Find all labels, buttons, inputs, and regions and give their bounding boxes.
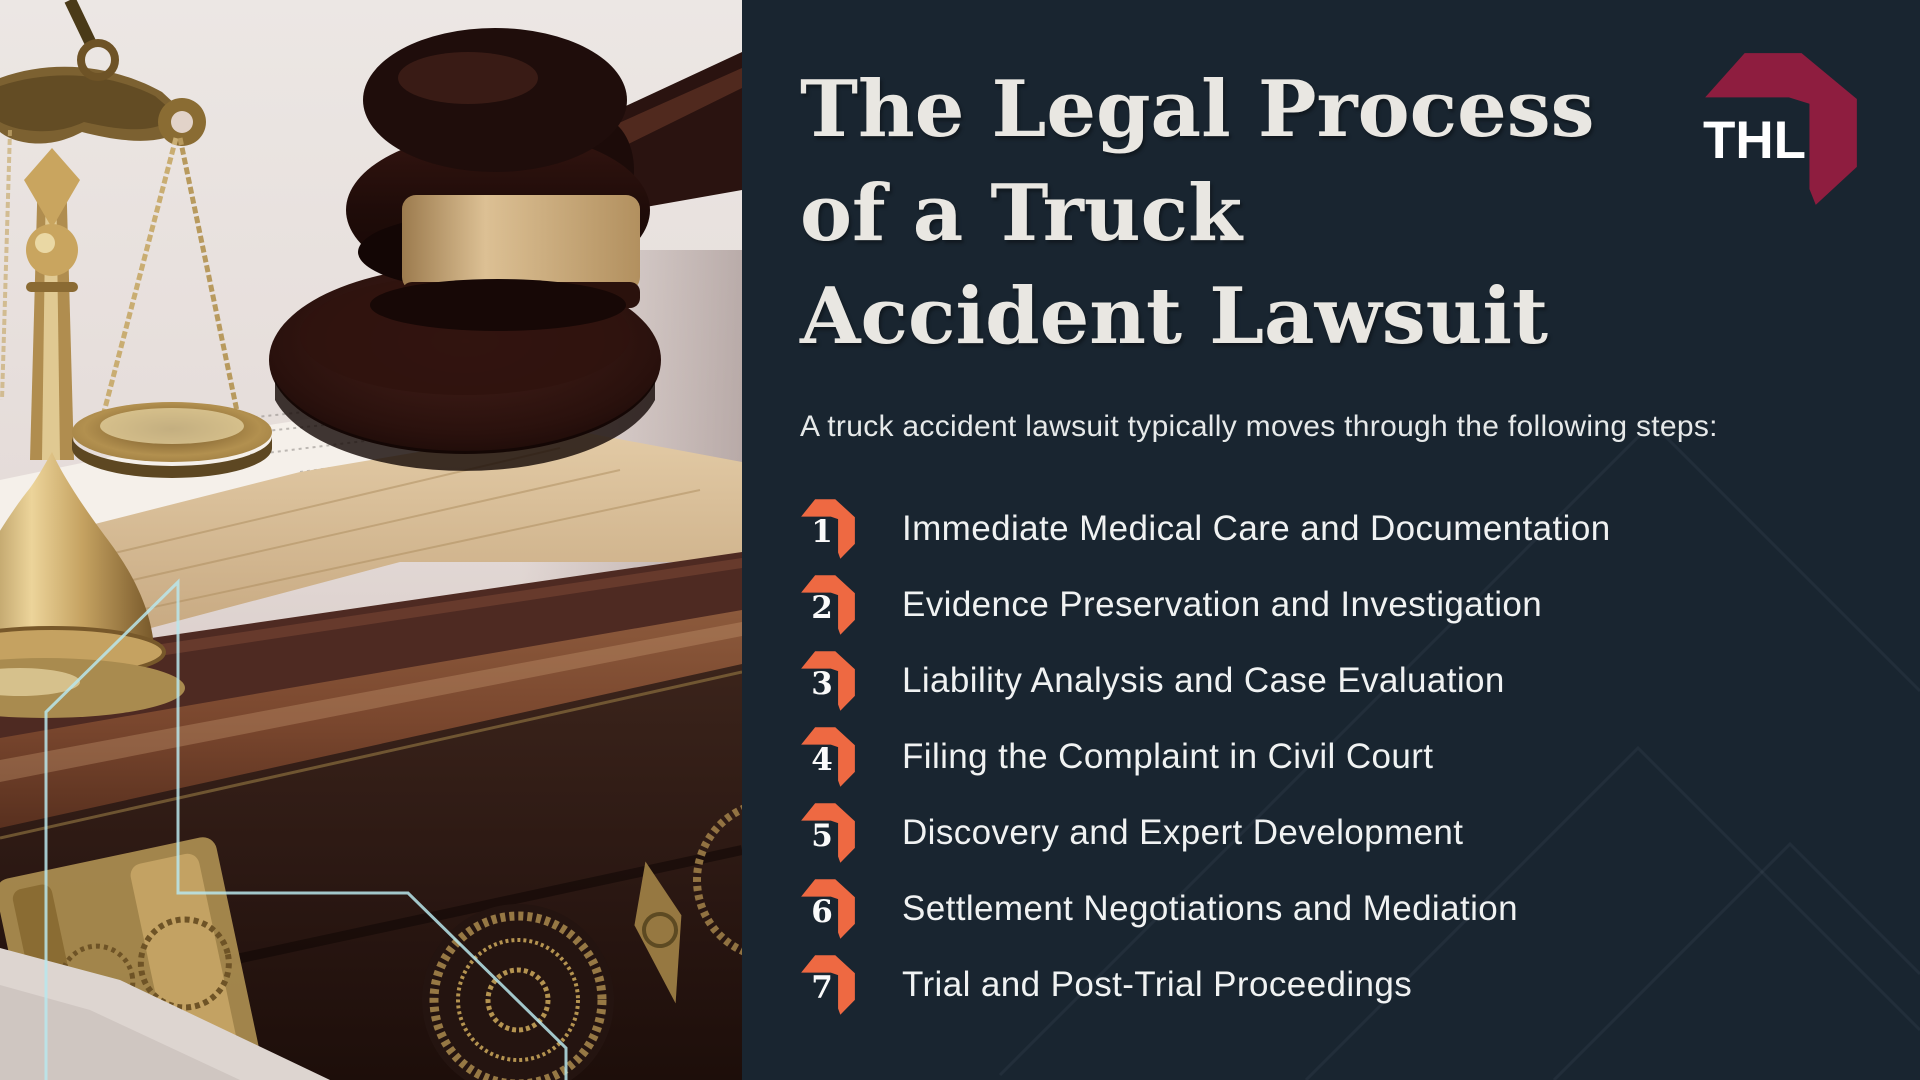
step-number: 6: [811, 894, 833, 931]
page-title: The Legal Process of a Truck Accident La…: [800, 64, 1595, 363]
thl-arrow-icon: [1705, 53, 1857, 205]
step-row-6: 6 Settlement Negotiations and Mediation: [800, 878, 1860, 940]
gold-ornament: [634, 861, 682, 1004]
gavel: [346, 28, 742, 331]
step-label: Trial and Post-Trial Proceedings: [902, 965, 1413, 1005]
step-label: Filing the Complaint in Civil Court: [902, 737, 1434, 777]
cyan-arrow-outline: [44, 578, 568, 1080]
step-label: Liability Analysis and Case Evaluation: [902, 661, 1505, 701]
orange-arrow-marker: 6: [800, 878, 856, 940]
orange-arrow-marker: 5: [800, 802, 856, 864]
step-row-1: 1 Immediate Medical Care and Documentati…: [800, 498, 1860, 560]
thl-logo-text: THL: [1703, 111, 1807, 170]
step-number: 5: [811, 818, 833, 855]
step-label: Discovery and Expert Development: [902, 813, 1464, 853]
justice-photo-art: [0, 0, 742, 1080]
step-row-3: 3 Liability Analysis and Case Evaluation: [800, 650, 1860, 712]
step-row-5: 5 Discovery and Expert Development: [800, 802, 1860, 864]
orange-arrow-marker: 4: [800, 726, 856, 788]
step-row-7: 7 Trial and Post-Trial Proceedings: [800, 954, 1860, 1016]
content-panel: THL The Legal Process of a Truck Acciden…: [742, 0, 1920, 1080]
orange-arrow-marker: 2: [800, 574, 856, 636]
step-number: 2: [811, 590, 833, 627]
step-number: 3: [811, 666, 833, 703]
thl-logo: THL: [1702, 50, 1860, 208]
step-label: Evidence Preservation and Investigation: [902, 585, 1543, 625]
orange-arrow-marker: 3: [800, 650, 856, 712]
orange-arrow-marker: 1: [800, 498, 856, 560]
panel-content: The Legal Process of a Truck Accident La…: [800, 0, 1860, 1016]
orange-arrow-marker: 7: [800, 954, 856, 1016]
law-book: [0, 392, 742, 1080]
step-number: 7: [811, 970, 833, 1007]
gold-medallion: [422, 904, 614, 1080]
step-number: 4: [811, 742, 833, 779]
steps-list: 1 Immediate Medical Care and Documentati…: [800, 498, 1860, 1016]
step-number: 1: [811, 514, 833, 551]
step-label: Settlement Negotiations and Mediation: [902, 889, 1519, 929]
step-label: Immediate Medical Care and Documentation: [902, 509, 1611, 549]
step-row-4: 4 Filing the Complaint in Civil Court: [800, 726, 1860, 788]
subtitle: A truck accident lawsuit typically moves…: [800, 410, 1718, 444]
justice-photo: [0, 0, 742, 1080]
step-row-2: 2 Evidence Preservation and Investigatio…: [800, 574, 1860, 636]
scales-of-justice: [0, 0, 272, 718]
